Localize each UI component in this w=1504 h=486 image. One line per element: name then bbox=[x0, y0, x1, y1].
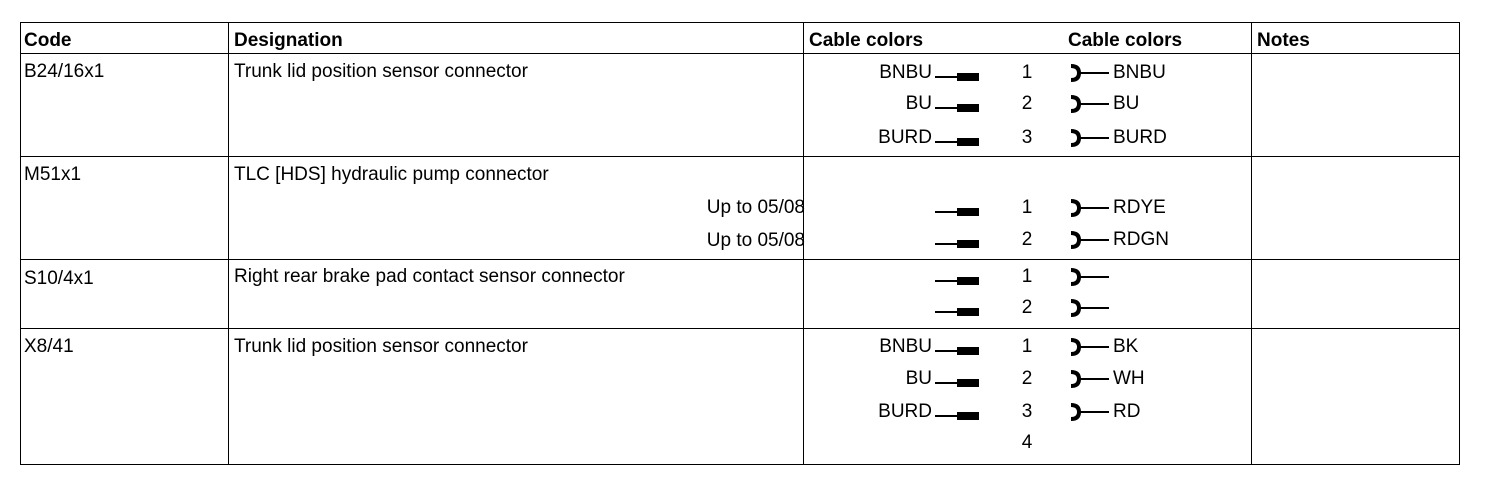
pin-number: 1 bbox=[1021, 197, 1033, 218]
female-terminal-icon bbox=[1070, 129, 1109, 147]
wire-color-left: BU bbox=[905, 368, 932, 389]
male-terminal-icon bbox=[935, 104, 979, 112]
pin-row: 2 bbox=[21, 296, 1461, 320]
row-divider bbox=[21, 156, 1459, 157]
wire-color-right: RD bbox=[1113, 401, 1141, 422]
pin-row: BNBU 1 BNBU bbox=[21, 61, 1461, 85]
column-divider bbox=[1251, 23, 1252, 464]
wire-color-left: BURD bbox=[878, 127, 932, 148]
pin-row: BURD 3 BURD bbox=[21, 126, 1461, 150]
pin-row: BNBU 1 BK bbox=[21, 335, 1461, 359]
female-terminal-icon bbox=[1070, 338, 1109, 356]
row-code: M51x1 bbox=[24, 164, 82, 185]
male-terminal-icon bbox=[935, 277, 979, 285]
pin-row: 4 bbox=[21, 431, 1461, 455]
pin-row: BU 2 BU bbox=[21, 92, 1461, 116]
row-designation: Trunk lid position sensor connector bbox=[234, 61, 528, 82]
row-code: S10/4x1 bbox=[24, 268, 94, 289]
pin-number: 1 bbox=[1021, 336, 1033, 357]
pin-number: 1 bbox=[1021, 266, 1033, 287]
validity-label: Up to 05/08 bbox=[706, 230, 805, 251]
male-terminal-icon bbox=[935, 240, 979, 248]
column-divider bbox=[228, 23, 229, 464]
male-terminal-icon bbox=[935, 347, 979, 355]
column-divider bbox=[803, 23, 804, 464]
pin-number: 3 bbox=[1021, 127, 1033, 148]
female-terminal-icon bbox=[1070, 231, 1109, 249]
female-terminal-icon bbox=[1070, 199, 1109, 217]
header-cable-colors-left: Cable colors bbox=[809, 30, 924, 51]
row-divider bbox=[21, 53, 1459, 54]
wire-color-left: BURD bbox=[878, 401, 932, 422]
female-terminal-icon bbox=[1070, 370, 1109, 388]
wire-color-right: RDGN bbox=[1113, 229, 1169, 250]
pin-row: 1 bbox=[21, 265, 1461, 289]
pin-row: 2 RDGN bbox=[21, 228, 1461, 252]
row-designation: Trunk lid position sensor connector bbox=[234, 336, 528, 357]
female-terminal-icon bbox=[1070, 403, 1109, 421]
wire-color-left: BNBU bbox=[879, 336, 932, 357]
wire-color-right: BU bbox=[1113, 93, 1140, 114]
pin-row: BU 2 WH bbox=[21, 367, 1461, 391]
pin-row: BURD 3 RD bbox=[21, 400, 1461, 424]
pin-number: 2 bbox=[1021, 368, 1033, 389]
wire-color-right: BNBU bbox=[1113, 62, 1166, 83]
header-code: Code bbox=[24, 30, 72, 51]
header-cable-colors-right: Cable colors bbox=[1068, 30, 1183, 51]
wire-color-right: WH bbox=[1113, 368, 1145, 389]
wire-color-left: BU bbox=[905, 93, 932, 114]
header-designation: Designation bbox=[234, 30, 343, 51]
pin-number: 2 bbox=[1021, 297, 1033, 318]
row-code: X8/41 bbox=[24, 336, 74, 357]
pin-number: 2 bbox=[1021, 229, 1033, 250]
female-terminal-icon bbox=[1070, 268, 1109, 286]
connector-table: Code Designation Cable colors Cable colo… bbox=[20, 22, 1460, 465]
header-notes: Notes bbox=[1257, 30, 1310, 51]
row-divider bbox=[21, 259, 1459, 260]
male-terminal-icon bbox=[935, 208, 979, 216]
pin-number: 2 bbox=[1021, 93, 1033, 114]
row-designation: Right rear brake pad contact sensor conn… bbox=[234, 266, 625, 287]
male-terminal-icon bbox=[935, 412, 979, 420]
pin-number: 3 bbox=[1021, 401, 1033, 422]
wire-color-left: BNBU bbox=[879, 62, 932, 83]
male-terminal-icon bbox=[935, 73, 979, 81]
wire-color-right: RDYE bbox=[1113, 197, 1166, 218]
pin-row: 1 RDYE bbox=[21, 196, 1461, 220]
row-designation: TLC [HDS] hydraulic pump connector bbox=[234, 164, 549, 185]
wire-color-right: BK bbox=[1113, 336, 1139, 357]
male-terminal-icon bbox=[935, 379, 979, 387]
validity-label: Up to 05/08 bbox=[706, 197, 805, 218]
male-terminal-icon bbox=[935, 308, 979, 316]
male-terminal-icon bbox=[935, 138, 979, 146]
wire-color-right: BURD bbox=[1113, 127, 1167, 148]
pin-number: 1 bbox=[1021, 62, 1033, 83]
female-terminal-icon bbox=[1070, 95, 1109, 113]
female-terminal-icon bbox=[1070, 64, 1109, 82]
female-terminal-icon bbox=[1070, 299, 1109, 317]
pin-number: 4 bbox=[1021, 432, 1033, 453]
row-code: B24/16x1 bbox=[24, 61, 105, 82]
row-divider bbox=[21, 328, 1459, 329]
